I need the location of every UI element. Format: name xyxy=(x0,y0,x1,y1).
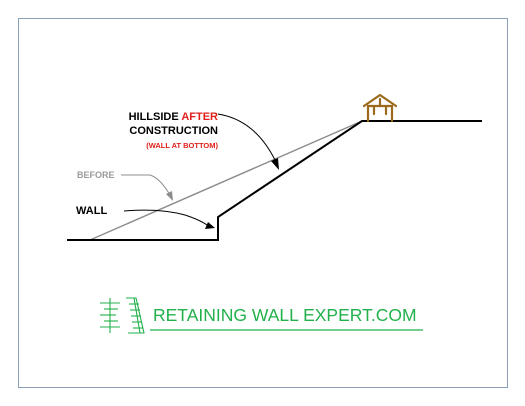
label-wall: WALL xyxy=(76,205,107,217)
leader-after xyxy=(217,113,276,161)
after-profile-line xyxy=(67,120,482,241)
label-hillside-after: HILLSIDE AFTER xyxy=(129,111,218,123)
leader-before xyxy=(121,174,171,196)
retaining-wall-logo-icon xyxy=(100,297,145,334)
page-frame xyxy=(18,18,508,388)
leader-after-arrow xyxy=(271,158,279,170)
leader-before-arrow xyxy=(166,191,173,201)
brand-text: RETAINING WALL EXPERT.COM xyxy=(153,305,417,325)
house-icon xyxy=(362,93,398,123)
label-after: AFTER xyxy=(181,111,218,123)
label-before: BEFORE xyxy=(77,170,115,180)
label-construction: CONSTRUCTION xyxy=(129,125,218,137)
leader-wall-arrow xyxy=(205,222,215,229)
before-slope-line xyxy=(89,120,363,241)
leader-wall xyxy=(123,209,208,226)
label-hillside: HILLSIDE xyxy=(129,111,182,123)
label-wall-at-bottom: (WALL AT BOTTOM) xyxy=(146,141,218,150)
